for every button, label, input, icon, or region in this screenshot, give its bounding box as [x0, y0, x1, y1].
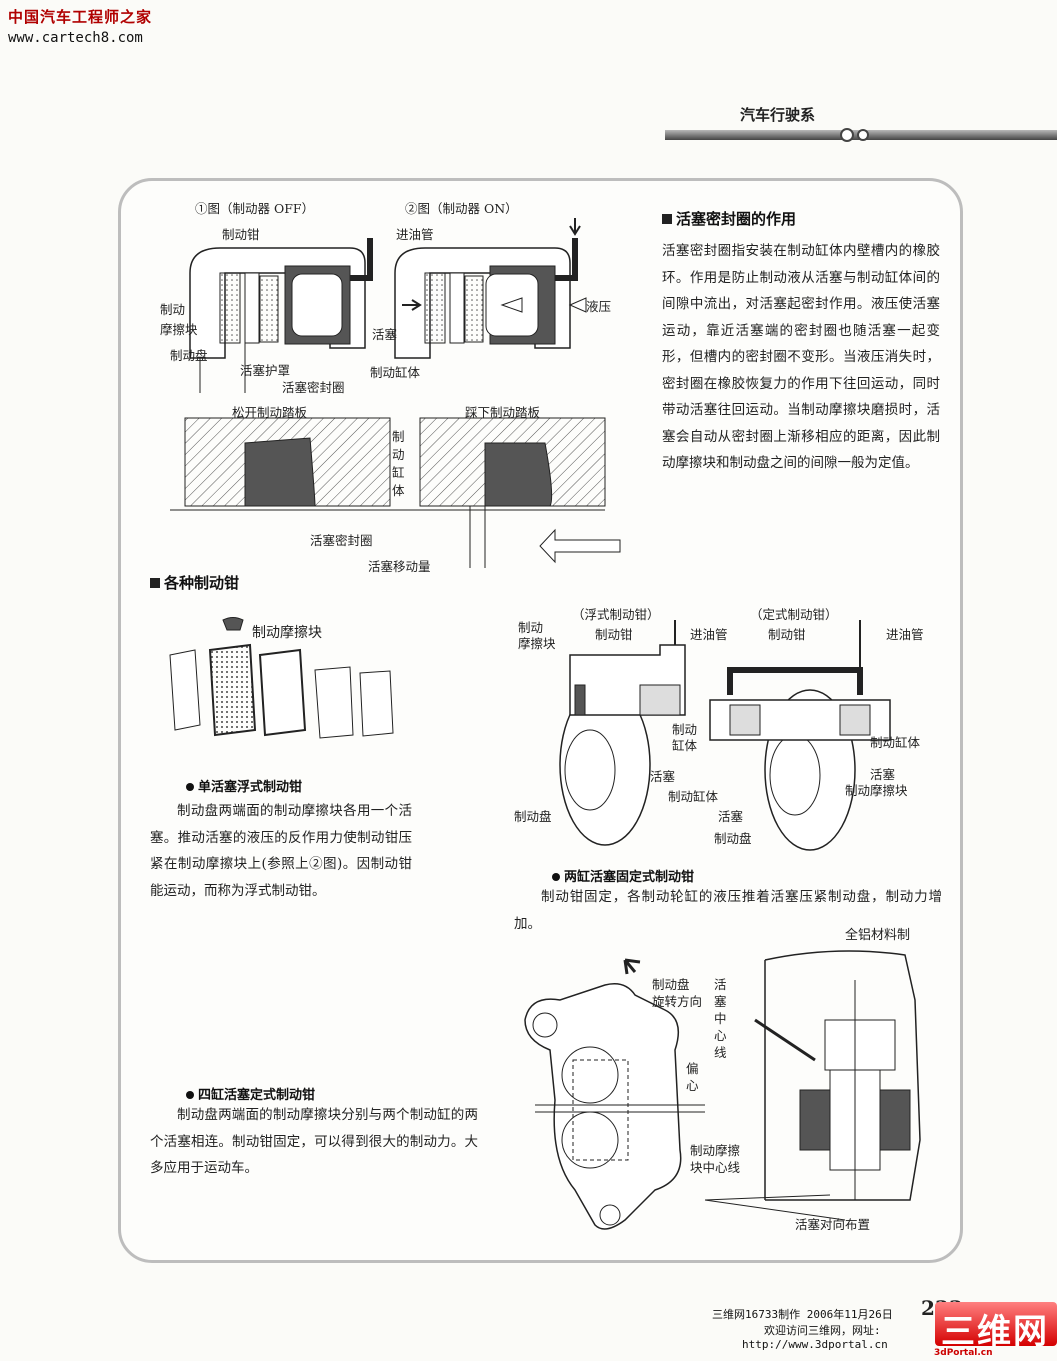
- label-cylinder-vertical: 制 动 缸 体: [392, 429, 405, 498]
- paragraph-four-piston-caliper: 制动盘两端面的制动摩擦块分别与两个制动缸的两个活塞相连。制动钳固定，可以得到很大…: [150, 1107, 478, 1176]
- label-seal-2: 活塞密封圈: [310, 533, 373, 548]
- label-opposed-pistons: 活塞对向布置: [795, 1217, 871, 1232]
- fig-title-fixed: （定式制动钳）: [750, 607, 838, 622]
- label-mid-cylinder-1: 制动 缸体: [672, 722, 698, 753]
- label-mid-piston-1: 活塞: [650, 769, 676, 784]
- label-inlet: 进油管: [396, 227, 434, 242]
- logo-brand-text: 三维网: [941, 1312, 1049, 1352]
- fig-title-floating: （浮式制动钳）: [572, 607, 660, 622]
- label-mid-caliper-1: 制动钳: [595, 627, 633, 642]
- label-piston-travel: 活塞移动量: [368, 559, 431, 574]
- label-press-pedal: 踩下制动踏板: [465, 405, 541, 420]
- label-mid-inlet-1: 进油管: [690, 627, 728, 642]
- piston-seal-diagram: [170, 218, 621, 568]
- subheading-two-piston-caliper: 两缸活塞固定式制动钳: [552, 866, 694, 885]
- four-piston-caliper-diagram: [524, 950, 921, 1230]
- watermark-url: www.cartech8.com: [8, 30, 143, 46]
- brake-pads-exploded-view: [169, 617, 394, 739]
- label-offset: 偏 心: [686, 1061, 699, 1093]
- fig-title-on: ②图（制动器 ON）: [405, 201, 518, 216]
- label-pad-centerline: 制动摩擦 块中心线: [690, 1143, 741, 1175]
- label-hydraulic: 液压: [586, 299, 612, 314]
- label-mid-cylinder-2: 制动缸体: [668, 789, 719, 804]
- label-brake-pad: 制动摩擦块: [252, 625, 322, 641]
- label-mid-disc-1: 制动盘: [514, 809, 552, 824]
- label-aluminum: 全铝材料制: [845, 928, 911, 943]
- label-pad: 制动 摩擦块: [160, 302, 198, 337]
- footer-line-3: http://www.3dportal.cn: [742, 1338, 888, 1351]
- paragraph-two-piston-caliper: 制动钳固定，各制动轮缸的液压推着活塞压紧制动盘，制动力增加。: [514, 889, 942, 932]
- footer-line-2: 欢迎访问三维网，网址:: [764, 1324, 881, 1337]
- watermark-site-name: 中国汽车工程师之家: [8, 8, 153, 26]
- label-mid-piston-2: 活塞: [870, 767, 896, 782]
- footer-line-1: 三维网16733制作 2006年11月26日: [712, 1308, 893, 1321]
- label-seal: 活塞密封圈: [282, 380, 345, 395]
- subheading-four-piston-caliper: 四缸活塞定式制动钳: [186, 1084, 315, 1103]
- logo-subtext: 3dPortal.cn: [934, 1348, 993, 1358]
- label-mid-pad: 制动 摩擦块: [518, 620, 556, 651]
- label-mid-caliper-2: 制动钳: [768, 627, 806, 642]
- 3dportal-logo-icon: 三维网: [935, 1302, 1057, 1360]
- caliper-comparison-diagram: [559, 620, 891, 851]
- label-release-pedal: 松开制动踏板: [232, 405, 308, 420]
- heading-calipers: 各种制动钳: [150, 572, 239, 593]
- label-cylinder: 制动缸体: [370, 365, 421, 380]
- label-mid-piston-3: 活塞: [718, 809, 744, 824]
- subheading-floating-caliper: 单活塞浮式制动钳: [186, 776, 302, 795]
- label-piston: 活塞: [372, 327, 398, 342]
- heading-piston-seal: 活塞密封圈的作用: [662, 208, 796, 229]
- paragraph-floating-caliper: 制动盘两端面的制动摩擦块各用一个活塞。推动活塞的液压的反作用力使制动钳压紧在制动…: [150, 803, 412, 899]
- label-boot: 活塞护罩: [240, 363, 291, 378]
- label-disc: 制动盘: [170, 348, 208, 363]
- label-piston-centerline: 活 塞 中 心 线: [714, 977, 727, 1060]
- label-rotation-direction: 制动盘 旋转方向: [652, 977, 703, 1009]
- header-ornament-icon: [840, 128, 869, 142]
- label-mid-cylinder-3: 制动缸体: [870, 735, 921, 750]
- paragraph-piston-seal: 活塞密封圈指安装在制动缸体内壁槽内的橡胶环。作用是防止制动液从活塞与制动缸体间的…: [662, 243, 940, 471]
- label-caliper: 制动钳: [222, 227, 260, 242]
- section-title: 汽车行驶系: [740, 106, 816, 124]
- label-mid-inlet-2: 进油管: [886, 627, 924, 642]
- fig-title-off: ①图（制动器 OFF）: [195, 201, 315, 216]
- label-mid-disc-2: 制动盘: [714, 831, 752, 846]
- label-mid-pad-2: 制动摩擦块: [845, 783, 908, 798]
